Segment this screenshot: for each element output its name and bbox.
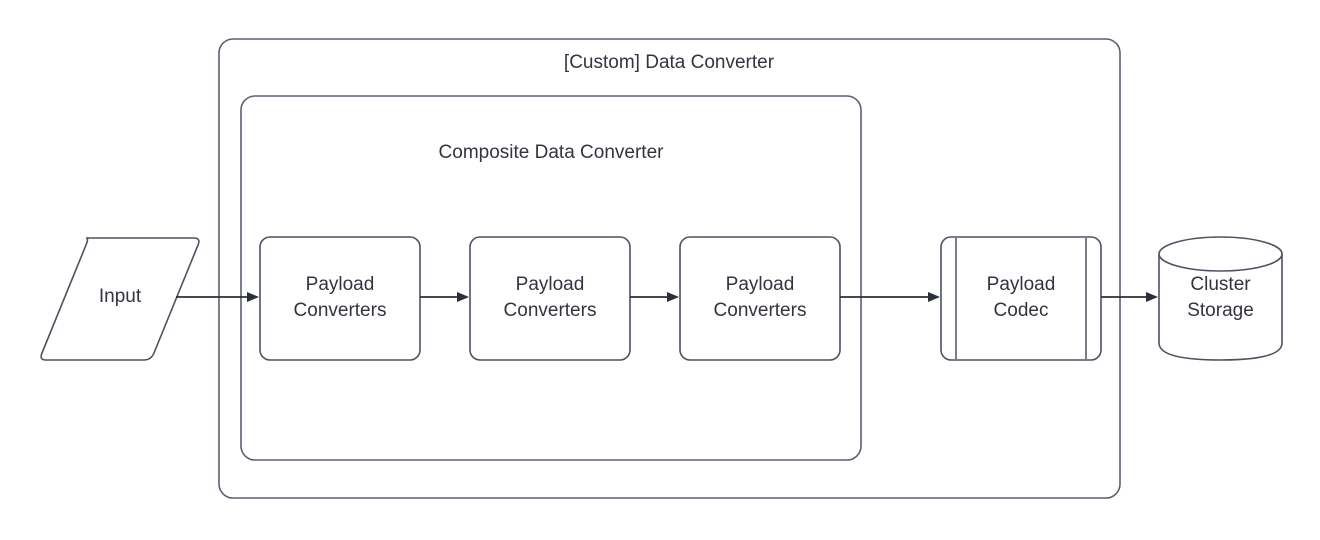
arrow-head-icon xyxy=(667,292,679,302)
arrow-head-icon xyxy=(1146,292,1158,302)
payload-codec-label-line2: Codec xyxy=(994,300,1049,321)
node-payload-codec[interactable]: Payload Codec xyxy=(940,236,1102,361)
payload-converters-3-label-line1: Payload xyxy=(726,274,795,295)
composite-data-converter-label: Composite Data Converter xyxy=(439,142,665,163)
payload-converters-1-label-line1: Payload xyxy=(306,274,375,295)
node-payload-converters-3[interactable]: Payload Converters xyxy=(679,236,841,361)
payload-codec-shape xyxy=(940,236,1102,361)
payload-converters-3-label-line2: Converters xyxy=(714,300,807,321)
custom-data-converter-label: [Custom] Data Converter xyxy=(564,52,775,73)
node-payload-converters-2[interactable]: Payload Converters xyxy=(469,236,631,361)
connector-input-to-converters-1[interactable] xyxy=(176,292,259,302)
cluster-storage-top-ellipse xyxy=(1158,236,1283,272)
payload-converters-1-label-line2: Converters xyxy=(294,300,387,321)
connector-converters-3-to-codec[interactable] xyxy=(840,292,940,302)
node-input[interactable]: Input xyxy=(40,237,200,361)
arrow-head-icon xyxy=(928,292,940,302)
connector-converters-2-to-converters-3[interactable] xyxy=(630,292,679,302)
custom-data-converter-border xyxy=(218,38,1121,499)
cluster-storage-body xyxy=(1158,253,1283,361)
node-payload-converters-1[interactable]: Payload Converters xyxy=(259,236,421,361)
payload-codec-label-line1: Payload xyxy=(987,274,1056,295)
payload-converters-3-shape xyxy=(679,236,841,361)
connector-codec-to-cluster-storage[interactable] xyxy=(1101,292,1158,302)
cluster-storage-label-line1: Cluster xyxy=(1190,274,1251,295)
input-shape xyxy=(40,237,200,361)
payload-converters-2-shape xyxy=(469,236,631,361)
input-label: Input xyxy=(99,286,142,307)
payload-converters-1-shape xyxy=(259,236,421,361)
connector-converters-1-to-converters-2[interactable] xyxy=(420,292,469,302)
arrow-head-icon xyxy=(247,292,259,302)
payload-converters-2-label-line2: Converters xyxy=(504,300,597,321)
arrow-head-icon xyxy=(457,292,469,302)
cluster-storage-label-line2: Storage xyxy=(1187,300,1254,321)
composite-data-converter-border xyxy=(240,95,862,461)
container-composite-data-converter[interactable]: Composite Data Converter xyxy=(240,95,862,461)
payload-converters-2-label-line1: Payload xyxy=(516,274,585,295)
node-cluster-storage[interactable]: Cluster Storage xyxy=(1158,236,1283,361)
container-custom-data-converter[interactable]: [Custom] Data Converter xyxy=(218,38,1121,499)
